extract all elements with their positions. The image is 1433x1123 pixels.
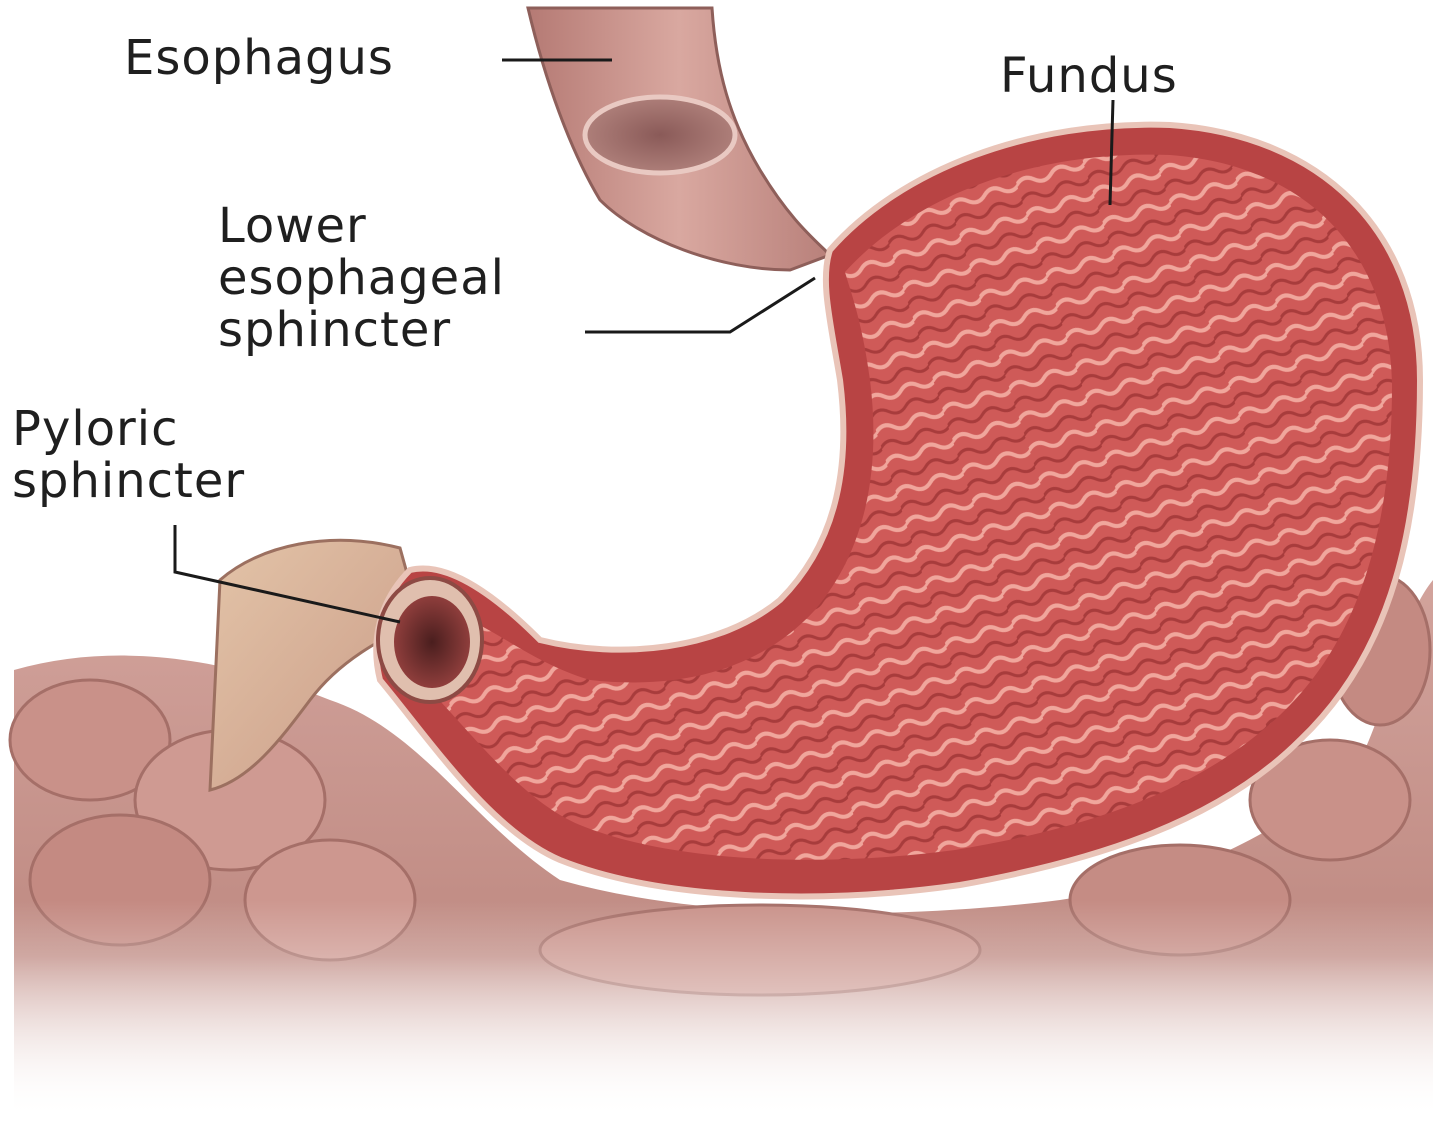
esophagus-illustration — [528, 8, 830, 270]
les-leader-line — [585, 278, 815, 332]
fundus-label: Fundus — [1000, 50, 1178, 102]
pyloric-label-line-1: Pyloric — [12, 403, 245, 455]
lower-esophageal-sphincter-label: Lower esophageal sphincter — [218, 200, 505, 356]
les-label-line-2: esophageal — [218, 252, 505, 304]
pyloric-label-line-2: sphincter — [12, 455, 245, 507]
les-label-line-3: sphincter — [218, 304, 505, 356]
pyloric-sphincter-label: Pyloric sphincter — [12, 403, 245, 507]
les-label-line-1: Lower — [218, 200, 505, 252]
esophagus-label: Esophagus — [124, 32, 394, 84]
